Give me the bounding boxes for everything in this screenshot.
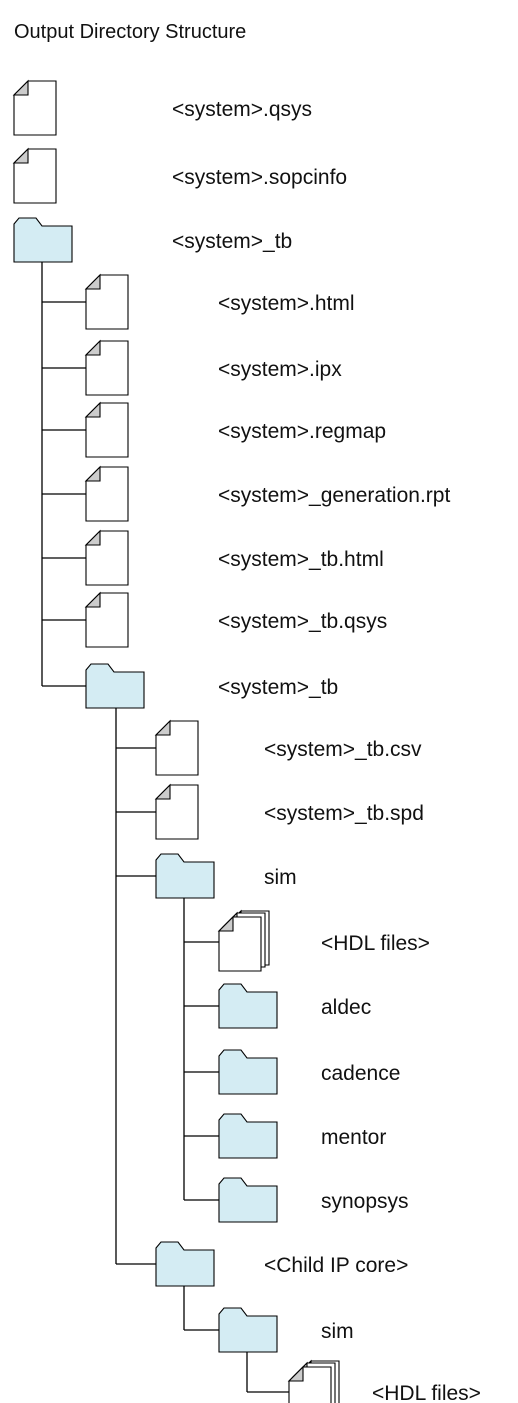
multiple-files-icon <box>217 909 270 972</box>
tree-node-system-ipx[interactable]: <system>.ipx <box>84 339 342 396</box>
tree-node-system-regmap[interactable]: <system>.regmap <box>84 401 386 458</box>
tree-node-label: <system>_tb.qsys <box>218 610 387 633</box>
tree-node-mentor[interactable]: mentor <box>218 1113 386 1159</box>
file-icon <box>12 79 57 136</box>
folder-icon <box>85 663 145 709</box>
folder-icon <box>218 1113 278 1159</box>
file-icon <box>154 719 199 776</box>
tree-node-label: aldec <box>321 996 371 1019</box>
tree-node-label: cadence <box>321 1062 400 1085</box>
tree-node-label: <system>.sopcinfo <box>172 166 347 189</box>
tree-node-system-tb-spd[interactable]: <system>_tb.spd <box>154 783 424 840</box>
tree-node-label: <system>.ipx <box>218 358 342 381</box>
file-icon <box>154 783 199 840</box>
tree-node-label: mentor <box>321 1126 386 1149</box>
tree-node-label: <HDL files> <box>372 1382 481 1403</box>
tree-node-system-qsys[interactable]: <system>.qsys <box>12 79 312 136</box>
diagram-title: Output Directory Structure <box>14 21 246 43</box>
tree-node-label: <system>.html <box>218 292 355 315</box>
tree-node-child-sim[interactable]: sim <box>218 1307 354 1353</box>
tree-node-label: sim <box>264 866 297 889</box>
folder-icon <box>218 1049 278 1095</box>
tree-node-label: <system>_tb <box>172 230 292 253</box>
tree-node-label: <HDL files> <box>321 932 430 955</box>
tree-node-hdl-files[interactable]: <HDL files> <box>217 909 430 972</box>
tree-node-label: <system>_tb.html <box>218 548 384 571</box>
tree-node-label: <system>_generation.rpt <box>218 484 450 507</box>
tree-node-label: synopsys <box>321 1190 409 1213</box>
file-icon <box>12 147 57 204</box>
folder-icon <box>155 853 215 899</box>
tree-node-system-generation-rpt[interactable]: <system>_generation.rpt <box>84 465 450 522</box>
file-icon <box>84 529 129 586</box>
tree-node-sim[interactable]: sim <box>155 853 297 899</box>
tree-node-label: <system>.qsys <box>172 98 312 121</box>
tree-node-system-sopcinfo[interactable]: <system>.sopcinfo <box>12 147 347 204</box>
tree-node-label: <system>_tb <box>218 676 338 699</box>
folder-icon <box>218 983 278 1029</box>
tree-connector-lines <box>41 262 289 1393</box>
folder-icon <box>155 1241 215 1287</box>
tree-node-system-html[interactable]: <system>.html <box>84 273 355 330</box>
tree-node-label: <system>_tb.spd <box>264 802 424 825</box>
tree-node-system-tb-qsys[interactable]: <system>_tb.qsys <box>84 591 387 648</box>
file-icon <box>84 591 129 648</box>
tree-node-label: <Child IP core> <box>264 1254 408 1277</box>
tree-node-cadence[interactable]: cadence <box>218 1049 400 1095</box>
file-icon <box>84 401 129 458</box>
tree-node-system-tb-sub[interactable]: <system>_tb <box>85 663 338 709</box>
tree-node-child-hdl-files[interactable]: <HDL files> <box>287 1359 481 1403</box>
tree-node-child-ip-core[interactable]: <Child IP core> <box>155 1241 408 1287</box>
folder-icon <box>218 1307 278 1353</box>
tree-node-synopsys[interactable]: synopsys <box>218 1177 409 1223</box>
multiple-files-icon <box>287 1359 340 1403</box>
tree-node-aldec[interactable]: aldec <box>218 983 371 1029</box>
tree-node-system-tb-html[interactable]: <system>_tb.html <box>84 529 384 586</box>
tree-node-system-tb-csv[interactable]: <system>_tb.csv <box>154 719 422 776</box>
folder-icon <box>218 1177 278 1223</box>
file-icon <box>84 273 129 330</box>
tree-nodes: <system>.qsys <system>.sopcinfo <system>_t… <box>12 79 481 1403</box>
tree-node-label: sim <box>321 1320 354 1343</box>
file-icon <box>84 339 129 396</box>
tree-node-system-tb-root[interactable]: <system>_tb <box>13 217 292 263</box>
file-icon <box>84 465 129 522</box>
tree-node-label: <system>.regmap <box>218 420 386 443</box>
tree-node-label: <system>_tb.csv <box>264 738 422 761</box>
folder-icon <box>13 217 73 263</box>
